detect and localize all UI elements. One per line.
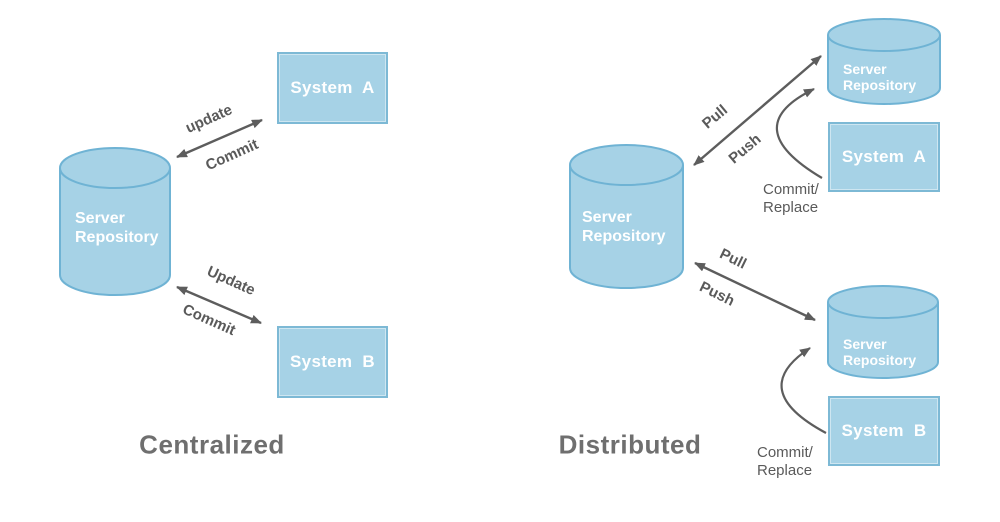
right-remote-repository-b-label: Server Repository (843, 336, 917, 368)
right-system-b-box: System B (828, 396, 940, 466)
right-remote-repository-a-cylinder (827, 18, 941, 105)
right-system-a-label: System A (841, 147, 927, 166)
left-system-a-label: System A (290, 78, 375, 97)
distributed-title: Distributed (558, 429, 702, 460)
left-system-b-box: System B (277, 326, 388, 398)
centralized-title: Centralized (139, 429, 285, 460)
right-remote-repository-a-label: Server Repository (843, 61, 917, 93)
commit-replace-note-a: Commit/ Replace (763, 181, 819, 216)
commit-replace-arrow-b (780, 347, 827, 434)
pull-push-arrow-remote-b (694, 261, 816, 322)
update-commit-arrow-system-b (176, 285, 262, 325)
pull-push-arrow-remote-a (693, 55, 822, 166)
commit-replace-note-b: Commit/ Replace (757, 444, 813, 479)
left-system-b-label: System B (290, 352, 375, 371)
left-system-a-box: System A (277, 52, 388, 124)
right-system-b-label: System B (841, 421, 927, 440)
right-remote-repository-b-cylinder (827, 285, 939, 379)
update-commit-arrow-system-a (176, 118, 263, 159)
right-main-server-repository-label: Server Repository (582, 209, 666, 245)
commit-replace-arrow-a (775, 88, 823, 179)
left-server-repository-label: Server Repository (75, 210, 159, 246)
left-server-repository-cylinder (59, 147, 171, 296)
right-system-a-box: System A (828, 122, 940, 192)
right-main-server-repository-cylinder (569, 144, 684, 289)
